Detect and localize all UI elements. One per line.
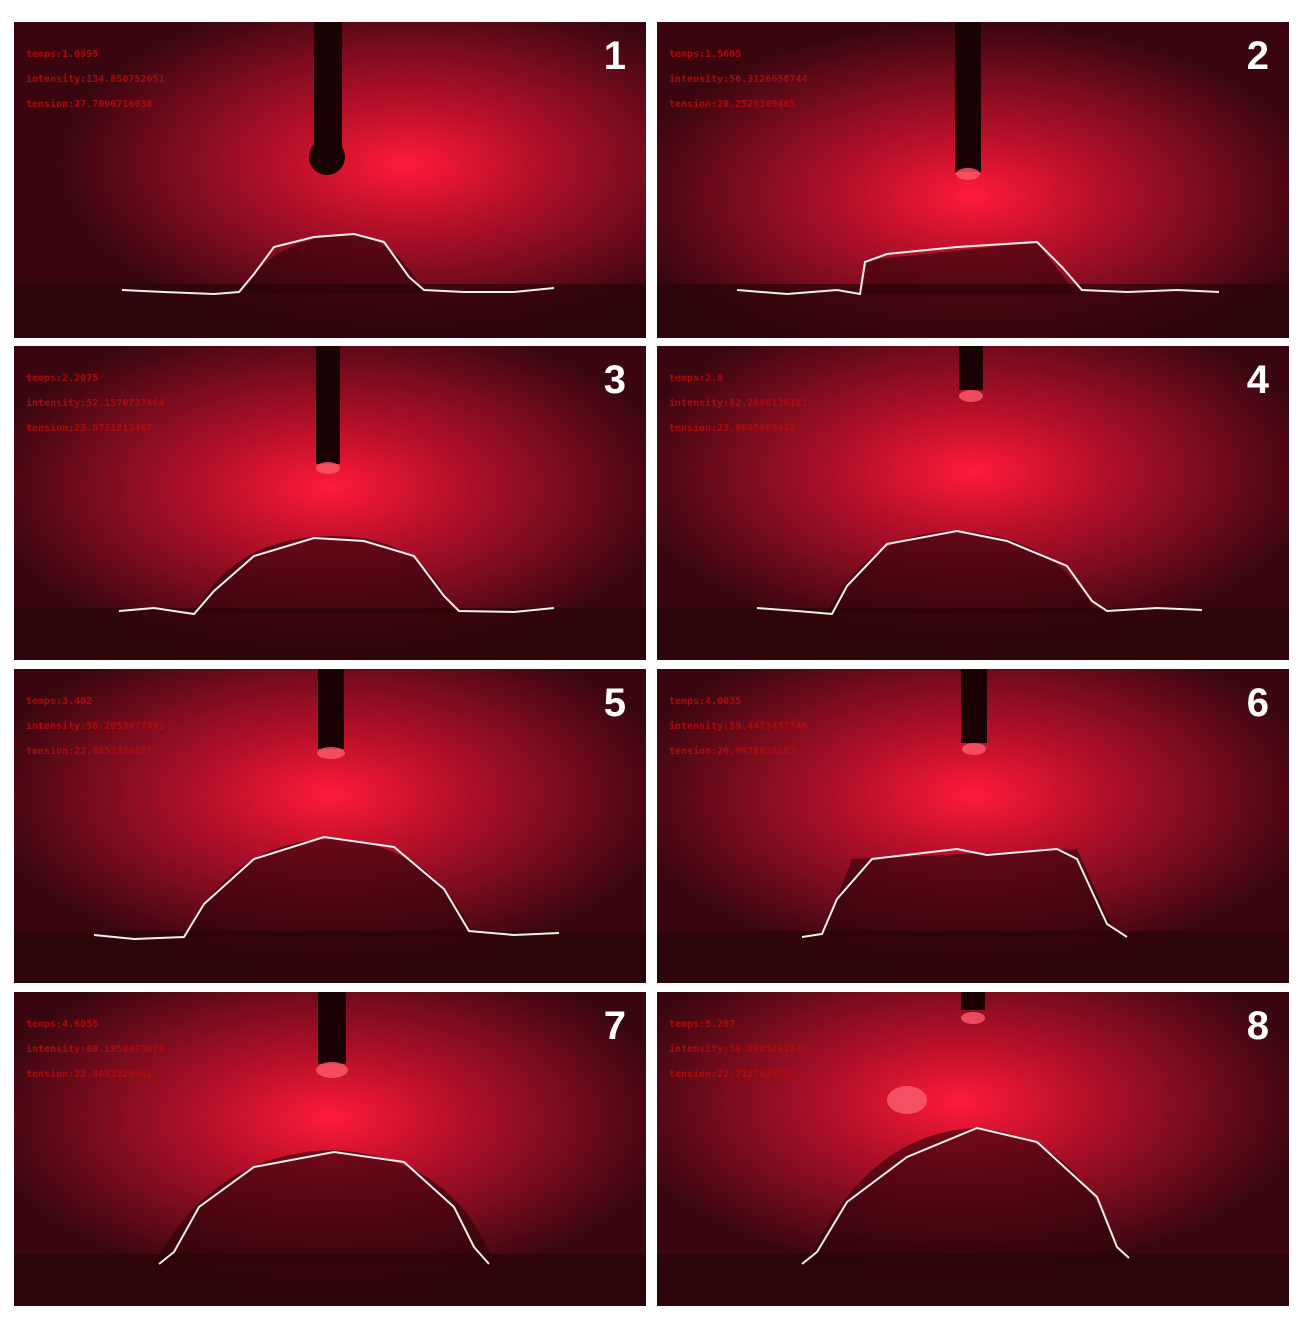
panel-number: 5 — [603, 681, 626, 725]
intensity-readout: intensity:134.850752651 — [26, 74, 165, 85]
bead-profile-line — [736, 240, 1220, 296]
intensity-readout: intensity:59.4473437746 — [669, 721, 808, 732]
bead-profile-line — [158, 1150, 490, 1265]
temps-readout: temps:5.207 — [669, 1019, 736, 1030]
temps-readout: temps:4.0035 — [669, 696, 742, 707]
measurement-overlay: temps:2.2075 intensity:52.1570737464 ten… — [26, 366, 164, 441]
temps-readout: temps:4.6055 — [26, 1019, 99, 1030]
frame-image-3 — [14, 346, 646, 660]
tension-readout: tension:20.2529309465 — [669, 99, 796, 110]
tension-readout: tension:22.8853324637 — [26, 746, 153, 757]
panel-number: 7 — [603, 1004, 626, 1048]
intensity-readout: intensity:62.2686130182 — [669, 398, 808, 409]
panel-number: 2 — [1246, 34, 1269, 78]
panel-number: 8 — [1246, 1004, 1269, 1048]
panel-number: 1 — [603, 34, 626, 78]
frame-panel-6: temps:4.0035 intensity:59.4473437746 ten… — [657, 669, 1289, 983]
bead-profile-line — [756, 529, 1203, 616]
panel-number: 6 — [1246, 681, 1269, 725]
measurement-overlay: temps:1.0395 intensity:134.850752651 ten… — [26, 42, 164, 117]
temps-readout: temps:2.8 — [669, 373, 724, 384]
intensity-readout: intensity:60.1950493079 — [26, 1044, 165, 1055]
frame-panel-3: temps:2.2075 intensity:52.1570737464 ten… — [14, 346, 646, 660]
frame-image-6 — [657, 669, 1289, 983]
temps-readout: temps:1.0395 — [26, 49, 99, 60]
panel-number: 3 — [603, 358, 626, 402]
bead-profile-line — [118, 536, 555, 616]
measurement-overlay: temps:4.6055 intensity:60.1950493079 ten… — [26, 1012, 164, 1087]
tension-readout: tension:20.9978028182 — [669, 746, 796, 757]
frame-panel-7: temps:4.6055 intensity:60.1950493079 ten… — [14, 992, 646, 1306]
measurement-overlay: temps:2.8 intensity:62.2686130182 tensio… — [669, 366, 807, 441]
intensity-readout: intensity:59.0985241744 — [669, 1044, 808, 1055]
frame-image-4 — [657, 346, 1289, 660]
intensity-readout: intensity:56.3126658744 — [669, 74, 808, 85]
frame-panel-8: temps:5.207 intensity:59.0985241744 tens… — [657, 992, 1289, 1306]
tension-readout: tension:23.0605989422 — [669, 423, 796, 434]
frame-panel-4: temps:2.8 intensity:62.2686130182 tensio… — [657, 346, 1289, 660]
frame-panel-2: temps:1.5605 intensity:56.3126658744 ten… — [657, 22, 1289, 338]
frame-image-2 — [657, 22, 1289, 338]
tension-readout: tension:27.7090716036 — [26, 99, 153, 110]
frame-image-5 — [14, 669, 646, 983]
tension-readout: tension:23.0731213467 — [26, 423, 153, 434]
measurement-overlay: temps:5.207 intensity:59.0985241744 tens… — [669, 1012, 807, 1087]
tension-readout: tension:22.4083329641 — [26, 1069, 153, 1080]
frame-image-7 — [14, 992, 646, 1306]
measurement-overlay: temps:1.5605 intensity:56.3126658744 ten… — [669, 42, 807, 117]
frame-panel-5: temps:3.402 intensity:56.2053077391 tens… — [14, 669, 646, 983]
intensity-readout: intensity:56.2053077391 — [26, 721, 165, 732]
frame-image-8 — [657, 992, 1289, 1306]
temps-readout: temps:2.2075 — [26, 373, 99, 384]
frame-image-1 — [14, 22, 646, 338]
bead-profile-line — [93, 835, 560, 941]
bead-profile-line — [121, 232, 555, 296]
bead-profile-line — [801, 847, 1128, 938]
tension-readout: tension:22.7127425702 — [669, 1069, 796, 1080]
frame-panel-1: temps:1.0395 intensity:134.850752651 ten… — [14, 22, 646, 338]
temps-readout: temps:1.5605 — [669, 49, 742, 60]
bead-profile-line — [801, 1126, 1130, 1265]
measurement-overlay: temps:3.402 intensity:56.2053077391 tens… — [26, 689, 164, 764]
temps-readout: temps:3.402 — [26, 696, 93, 707]
panel-number: 4 — [1246, 358, 1269, 402]
intensity-readout: intensity:52.1570737464 — [26, 398, 165, 409]
measurement-overlay: temps:4.0035 intensity:59.4473437746 ten… — [669, 689, 807, 764]
